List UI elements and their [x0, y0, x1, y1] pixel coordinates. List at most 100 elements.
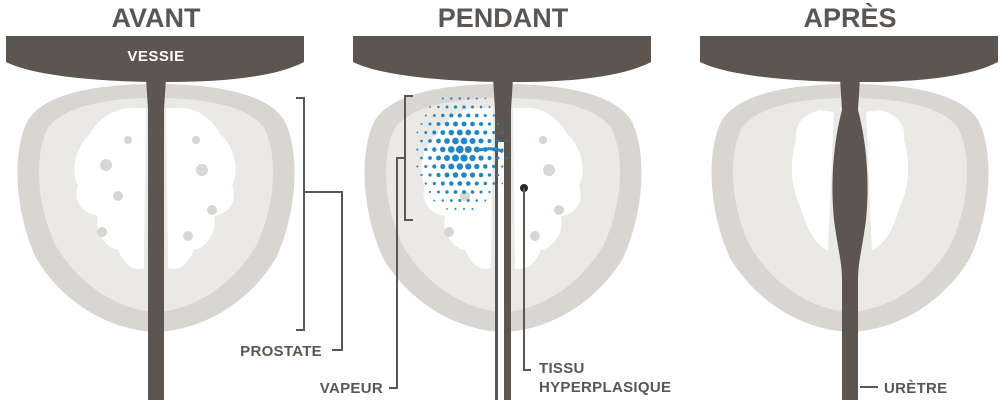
- vapor-dot: [501, 131, 504, 134]
- vapor-dot: [428, 139, 432, 143]
- vapor-dot: [470, 105, 475, 109]
- vapor-dot: [440, 146, 446, 153]
- vapor-dot: [424, 164, 428, 169]
- vapor-dot: [420, 173, 423, 177]
- vapor-dot: [496, 122, 500, 126]
- vapor-dot: [492, 114, 495, 117]
- vapor-dot: [488, 190, 491, 194]
- vapor-dot: [496, 156, 500, 160]
- vapor-dot: [441, 199, 445, 202]
- vapor-dot: [479, 105, 483, 109]
- hyperplasia-left: [791, 110, 834, 250]
- vapor-dot: [436, 122, 441, 126]
- vapor-dot: [487, 122, 492, 126]
- prostate-label: PROSTATE: [240, 343, 322, 360]
- vapor-dot: [420, 156, 423, 160]
- vapor-dot: [448, 163, 455, 170]
- vapor-dot: [469, 137, 476, 145]
- vapor-cloud: [416, 97, 508, 211]
- vapor-dot: [424, 182, 427, 185]
- vapor-dot: [454, 207, 457, 211]
- vapor-dot: [432, 130, 437, 135]
- vapor-dot: [428, 122, 432, 126]
- vapor-dot: [424, 114, 427, 117]
- vapor-dot: [483, 130, 488, 135]
- vapor-dot: [469, 154, 476, 162]
- urethra: [832, 78, 868, 400]
- vapor-dot: [451, 154, 460, 162]
- panel-after: APRÈS URÈTRE: [700, 2, 998, 400]
- bladder: [700, 36, 998, 82]
- bladder-label: VESSIE: [127, 48, 184, 65]
- vapor-dot: [445, 105, 449, 109]
- vapor-dot: [453, 105, 458, 109]
- vapor-dot: [492, 164, 496, 169]
- vapor-dot: [478, 138, 484, 144]
- panel-title-after: APRÈS: [803, 2, 896, 33]
- vapor-dot: [487, 155, 492, 161]
- vapor-dot: [452, 137, 459, 145]
- vapor-dot: [441, 113, 445, 118]
- vapor-dot: [484, 97, 487, 100]
- vapor-dot: [475, 199, 479, 202]
- prostate-bracket: [296, 97, 343, 351]
- vapor-dot: [460, 137, 468, 145]
- vapor-needle: [498, 142, 504, 400]
- vapor-dot: [465, 163, 472, 170]
- vapor-dot: [466, 113, 471, 118]
- vapor-dot: [462, 190, 466, 194]
- hyperplasia-right: [513, 107, 583, 270]
- vapor-dot: [505, 157, 508, 159]
- panel-title-before: AVANT: [112, 3, 201, 33]
- vapor-dot: [501, 165, 504, 168]
- vapor-dot: [452, 172, 459, 178]
- urethra: [146, 78, 166, 400]
- vapor-dot: [416, 131, 419, 134]
- vapor-dot: [445, 190, 449, 194]
- vapor-dot: [428, 156, 432, 160]
- vapor-dot: [470, 121, 475, 127]
- vapor-dot: [456, 163, 464, 170]
- vapor-dot: [447, 146, 455, 153]
- vapor-dot: [437, 190, 440, 194]
- vapor-dot: [460, 154, 468, 162]
- vapor-dot: [462, 105, 466, 109]
- vapor-dot: [484, 199, 487, 202]
- vapor-dot: [416, 148, 419, 151]
- vapor-dot: [436, 172, 441, 178]
- vapor-dot: [501, 148, 504, 151]
- vapor-dot: [457, 181, 463, 186]
- vapor-dot: [478, 155, 484, 161]
- vapor-dot: [444, 121, 450, 127]
- vapor-dot: [437, 105, 440, 109]
- hyperplasia-left: [74, 107, 146, 270]
- vapor-dot: [443, 154, 451, 162]
- panel-before: AVANT VESSIE PROSTATE: [6, 3, 343, 400]
- vapor-dot: [487, 173, 492, 177]
- vapor-dot: [496, 139, 500, 143]
- hyperplasia-right: [166, 107, 236, 270]
- vapor-dot: [458, 97, 462, 100]
- vapor-dot: [428, 190, 432, 194]
- vapor-dot: [465, 129, 472, 136]
- hyperplasia-texture: [444, 136, 564, 241]
- vapor-dot: [455, 145, 464, 154]
- vapor-dot: [450, 97, 453, 100]
- vapor-dot: [428, 173, 432, 177]
- vapor-dot: [433, 199, 436, 202]
- vapor-dot: [432, 164, 437, 169]
- vapor-dot: [449, 199, 453, 202]
- panel-title-during: PENDANT: [438, 3, 569, 33]
- vapor-dot: [440, 130, 446, 135]
- vapor-dot: [466, 199, 470, 202]
- vapor-dot: [440, 163, 446, 170]
- vapor-dot: [458, 199, 462, 202]
- vapor-dot: [471, 208, 474, 210]
- urethra-label: URÈTRE: [884, 380, 947, 397]
- vapor-dot: [432, 147, 437, 152]
- vapor-dot: [467, 97, 470, 100]
- vapor-dot: [420, 139, 423, 143]
- vapor-dot: [470, 190, 475, 194]
- tissue-label-line2: HYPERPLASIQUE: [539, 379, 671, 396]
